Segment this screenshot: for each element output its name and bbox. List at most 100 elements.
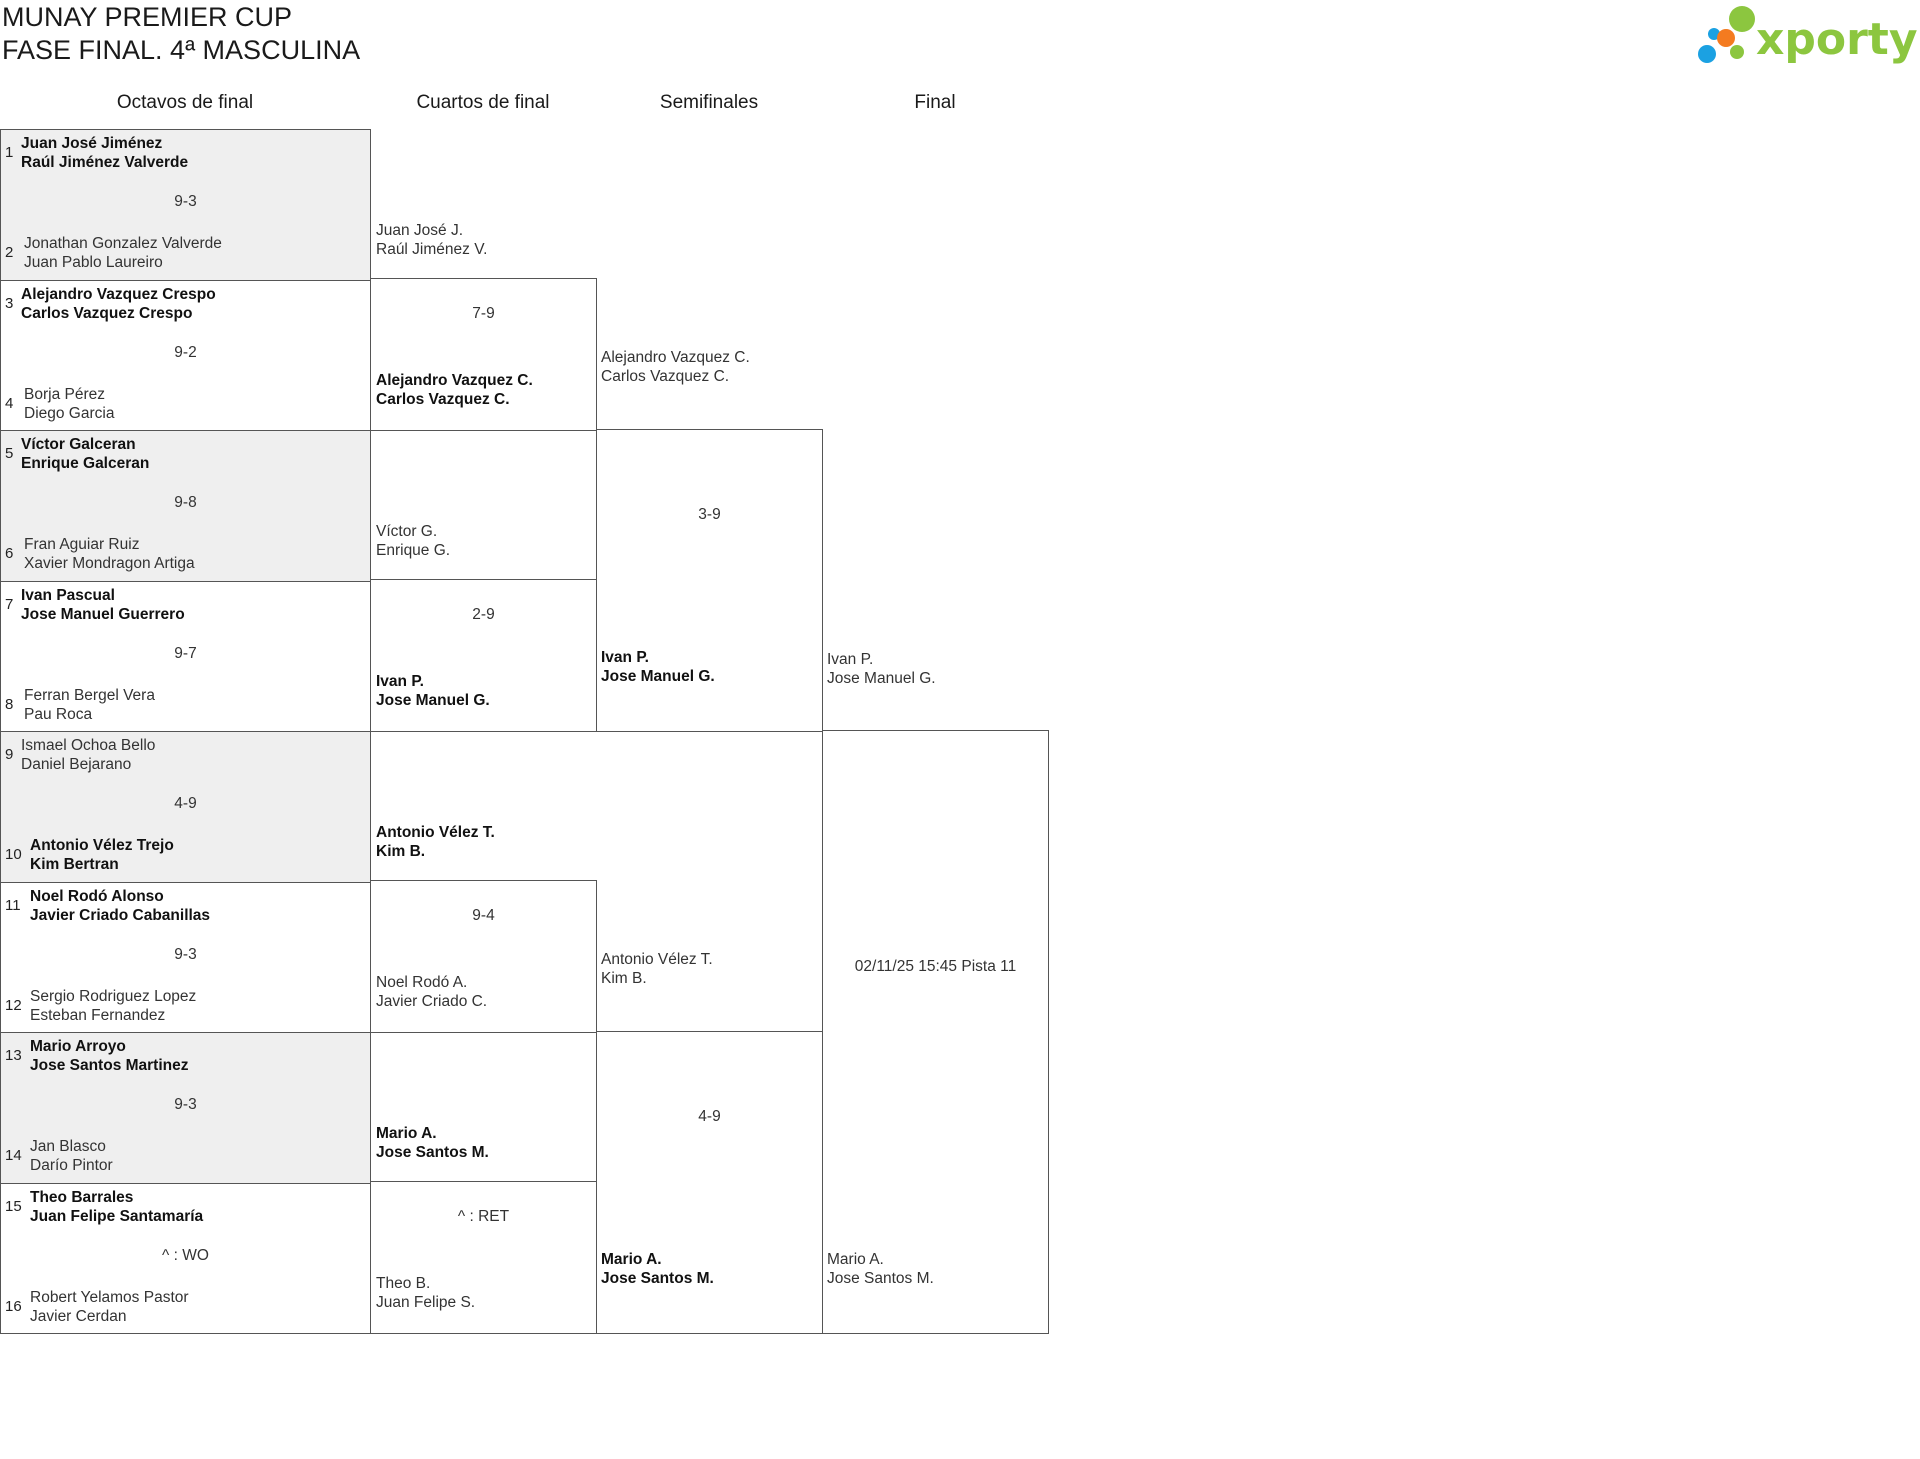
- round-header-r16: Octavos de final: [116, 92, 254, 113]
- r16-team-a-player-1: Mario Arroyo: [30, 1038, 126, 1055]
- sf-score: 4-9: [698, 1107, 721, 1125]
- r16-score: 9-3: [174, 193, 197, 210]
- qf-team-b-player-1: Noel Rodó A.: [376, 974, 468, 992]
- logo-green-dot-icon: [1729, 6, 1755, 32]
- r16-match-box: [0, 1032, 371, 1184]
- seed-number: 6: [5, 545, 14, 562]
- round-header-sf: Semifinales: [659, 92, 759, 113]
- logo-small-green-dot-icon: [1730, 45, 1744, 59]
- round-header-qf: Cuartos de final: [416, 92, 550, 113]
- sf-team-a-player-1: Antonio Vélez T.: [601, 950, 713, 968]
- sf-team-a-player-2: Carlos Vazquez C.: [601, 367, 730, 385]
- qf-team-b-player-1: Alejandro Vazquez C.: [376, 372, 533, 390]
- r16-team-a-player-2: Enrique Galceran: [21, 455, 150, 472]
- r16-match-box: [0, 129, 371, 281]
- r16-score: 9-8: [174, 494, 197, 511]
- qf-team-a-player-2: Kim B.: [376, 843, 426, 861]
- sf-team-a-player-2: Kim B.: [601, 969, 647, 987]
- qf-match-box: [370, 278, 597, 431]
- r16-team-b-player-2: Darío Pintor: [30, 1157, 113, 1174]
- qf-team-a-player-2: Enrique G.: [376, 542, 451, 560]
- r16-match-box: [0, 731, 371, 883]
- sf-match-box: [596, 1030, 823, 1334]
- r16-team-b-player-2: Pau Roca: [24, 705, 93, 723]
- r16-team-a-player-2: Juan Felipe Santamaría: [30, 1207, 204, 1225]
- r16-score: 9-2: [174, 343, 197, 361]
- seed-number: 15: [5, 1197, 22, 1215]
- r16-team-b-player-1: Robert Yelamos Pastor: [30, 1288, 189, 1306]
- seed-number: 11: [5, 896, 21, 914]
- r16-team-b-player-1: Jonathan Gonzalez Valverde: [24, 235, 222, 252]
- r16-team-a-player-1: Víctor Galceran: [21, 436, 136, 453]
- qf-score: 7-9: [472, 305, 495, 323]
- r16-team-a-player-2: Javier Criado Cabanillas: [30, 906, 211, 924]
- seed-number: 12: [5, 996, 22, 1014]
- qf-score: ^ : RET: [457, 1208, 510, 1226]
- seed-number: 7: [5, 595, 14, 613]
- r16-team-b-player-1: Borja Pérez: [24, 385, 105, 403]
- r16-team-a-player-1: Ivan Pascual: [21, 586, 115, 604]
- final-team-a-player-2: Jose Manuel G.: [827, 669, 936, 687]
- qf-score: 2-9: [472, 606, 495, 624]
- qf-team-a-player-1: Juan José J.: [376, 222, 464, 240]
- r16-match-box: [0, 430, 371, 582]
- r16-team-b-player-2: Kim Bertran: [30, 856, 119, 873]
- qf-team-a-player-2: Jose Santos M.: [376, 1144, 489, 1162]
- final-schedule-info: 02/11/25 15:45 Pista 11: [854, 957, 1017, 975]
- seed-number: 9: [5, 746, 14, 763]
- logo-small-blue-dot-icon: [1708, 28, 1720, 40]
- r16-team-b-player-2: Javier Cerdan: [30, 1307, 127, 1325]
- r16-team-a-player-1: Ismael Ochoa Bello: [21, 737, 156, 754]
- qf-team-b-player-2: Jose Manuel G.: [376, 692, 490, 710]
- seed-number: 2: [5, 244, 14, 261]
- r16-team-b-player-2: Esteban Fernandez: [30, 1006, 166, 1024]
- final-team-b-player-1: Mario A.: [827, 1250, 884, 1268]
- seed-number: 1: [5, 144, 14, 161]
- qf-team-b-player-1: Theo B.: [376, 1275, 431, 1293]
- tournament-subtitle: FASE FINAL. 4ª MASCULINA: [2, 35, 361, 65]
- r16-team-a-player-2: Raúl Jiménez Valverde: [21, 154, 189, 171]
- seed-number: 5: [5, 445, 14, 462]
- qf-score: 9-4: [472, 907, 495, 925]
- seed-number: 10: [5, 846, 22, 863]
- seed-number: 13: [5, 1047, 22, 1064]
- qf-team-a-player-2: Raúl Jiménez V.: [376, 241, 488, 259]
- logo-text: xporty: [1756, 14, 1918, 65]
- sf-team-b-player-2: Jose Manuel G.: [601, 667, 715, 685]
- r16-team-a-player-1: Alejandro Vazquez Crespo: [21, 285, 216, 303]
- xporty-logo: xporty: [1694, 4, 1918, 66]
- r16-team-a-player-2: Jose Santos Martinez: [30, 1057, 189, 1074]
- r16-score: 9-7: [174, 644, 197, 662]
- qf-team-a-player-1: Antonio Vélez T.: [376, 824, 495, 842]
- qf-team-b-player-2: Carlos Vazquez C.: [376, 391, 510, 409]
- seed-number: 14: [5, 1147, 22, 1164]
- logo-orange-dot-icon: [1717, 29, 1735, 47]
- r16-team-b-player-2: Juan Pablo Laureiro: [24, 254, 163, 271]
- r16-team-b-player-2: Diego Garcia: [24, 404, 115, 422]
- r16-score: 4-9: [174, 795, 197, 812]
- qf-match-box: [370, 880, 597, 1033]
- final-match-box: [822, 729, 1049, 1334]
- r16-team-b-player-1: Sergio Rodriguez Lopez: [30, 987, 197, 1005]
- seed-number: 4: [5, 394, 14, 412]
- r16-team-a-player-2: Carlos Vazquez Crespo: [21, 304, 193, 322]
- qf-team-b-player-2: Javier Criado C.: [376, 993, 488, 1011]
- sf-match-box: [596, 428, 823, 732]
- r16-score: ^ : WO: [162, 1246, 209, 1264]
- r16-team-b-player-1: Ferran Bergel Vera: [24, 686, 155, 704]
- r16-team-b-player-2: Xavier Mondragon Artiga: [24, 555, 195, 572]
- sf-team-a-player-1: Alejandro Vazquez C.: [601, 348, 750, 366]
- r16-team-b-player-1: Fran Aguiar Ruiz: [24, 536, 140, 553]
- r16-team-b-player-1: Jan Blasco: [30, 1138, 106, 1155]
- sf-team-b-player-1: Mario A.: [601, 1250, 662, 1268]
- r16-team-b-player-1: Antonio Vélez Trejo: [30, 837, 174, 854]
- r16-score: 9-3: [174, 945, 197, 963]
- r16-team-a-player-2: Jose Manuel Guerrero: [21, 605, 185, 623]
- tournament-title: MUNAY PREMIER CUP: [2, 2, 293, 32]
- r16-team-a-player-2: Daniel Bejarano: [21, 756, 132, 773]
- seed-number: 16: [5, 1297, 22, 1315]
- r16-team-a-player-1: Noel Rodó Alonso: [30, 887, 164, 905]
- sf-team-b-player-1: Ivan P.: [601, 648, 649, 666]
- final-team-b-player-2: Jose Santos M.: [827, 1269, 934, 1287]
- r16-team-a-player-1: Juan José Jiménez: [21, 135, 163, 152]
